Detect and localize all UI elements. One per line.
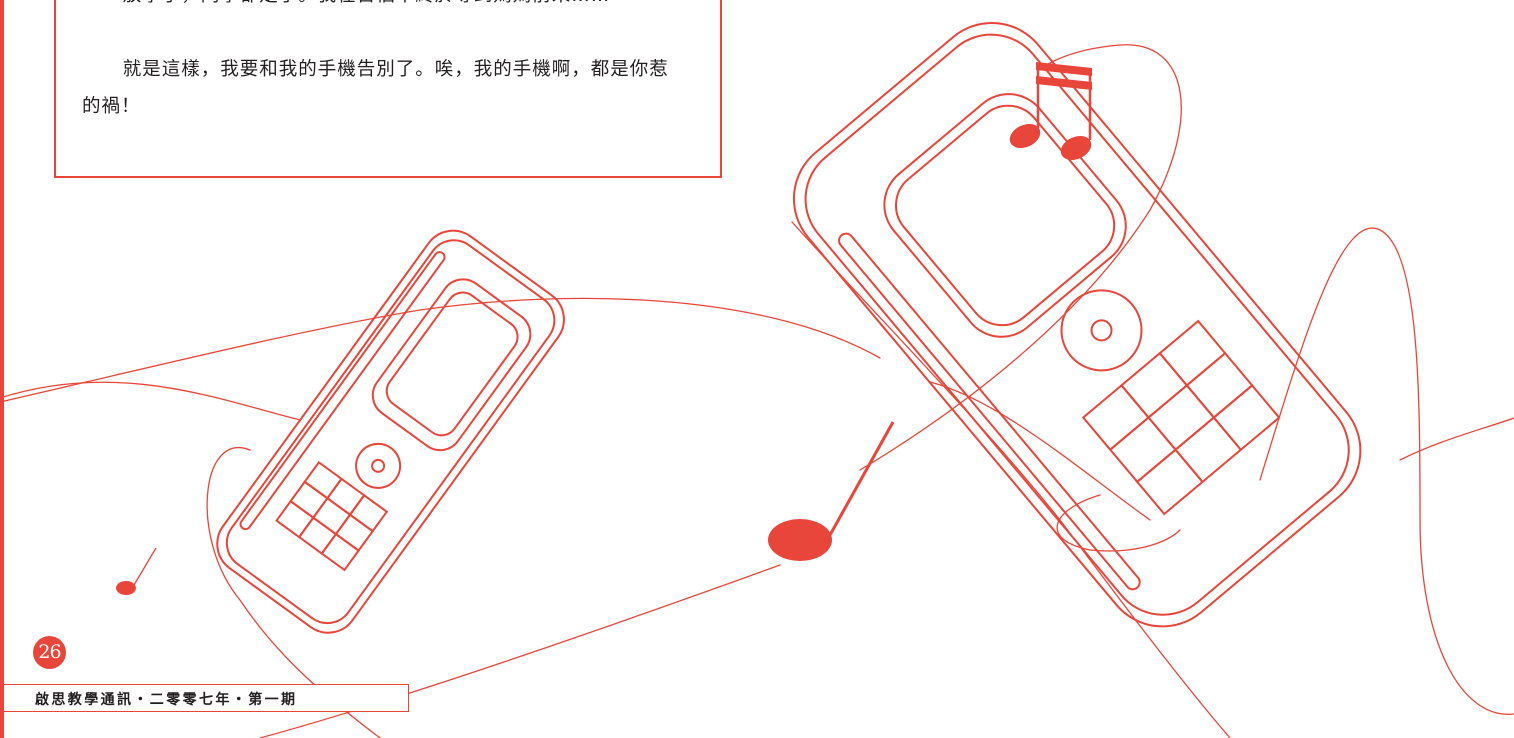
curve-line <box>259 564 781 738</box>
music-note-large <box>768 421 895 561</box>
article-paragraph: 就是這樣，我要和我的手機告別了。唉，我的手機啊，都是你惹的禍！ <box>82 59 669 117</box>
page-left-edge <box>0 0 4 738</box>
curve-line <box>0 297 881 403</box>
page-number-badge: 26 <box>33 636 66 669</box>
curve-line <box>791 221 1231 738</box>
curve-line <box>929 381 1151 521</box>
curve-line <box>1056 494 1181 552</box>
article-text-box: 放學了，同學都走了。我在苦惱中終於等到媽媽前來…… 就是這樣，我要和我的手機告別… <box>54 0 722 178</box>
mobile-phone-small <box>216 229 565 634</box>
music-note-small <box>116 547 157 595</box>
article-paragraph: 放學了，同學都走了。我在苦惱中終於等到媽媽前來…… <box>82 0 682 14</box>
mobile-phone-large <box>792 21 1362 628</box>
curve-line <box>0 381 301 421</box>
journal-footer-bar: 啟思教學通訊・二零零七年・第一期 <box>4 684 409 712</box>
curve-line <box>1399 417 1514 461</box>
curve-line <box>1259 227 1514 715</box>
music-note-double <box>1009 62 1092 161</box>
journal-title: 啟思教學通訊・二零零七年・第一期 <box>35 692 298 708</box>
